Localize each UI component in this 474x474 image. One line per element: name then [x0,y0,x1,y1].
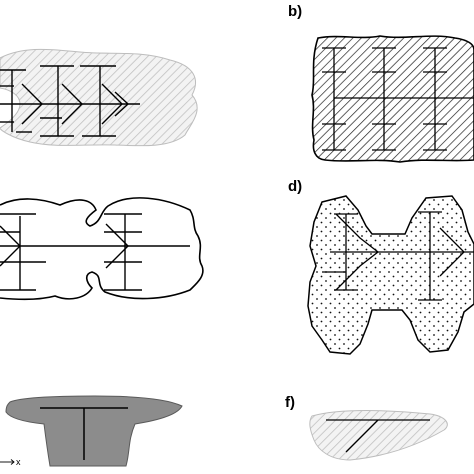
axis-indicator: x [0,457,21,467]
panel-a [0,48,198,147]
panel-c [0,197,204,301]
axis-x-label: x [16,457,21,467]
panel-b: b) [288,3,474,163]
panel-d-region [307,195,474,355]
panel-e [5,395,183,467]
panel-b-fracture-network [322,47,474,151]
panel-d-fracture-network [322,211,474,301]
panel-a-fracture-network [0,65,140,137]
panel-b-label: b) [288,3,302,20]
panel-c-fracture-network [0,213,190,291]
panel-f-fracture [326,419,430,453]
panel-f: f) [285,394,448,461]
panel-a-region [0,48,198,147]
panel-e-fracture [40,407,128,460]
panel-d: d) [288,178,474,355]
panel-f-label: f) [285,394,295,411]
panel-b-region [311,35,474,163]
panel-c-region [0,197,204,301]
panel-e-region [5,395,183,467]
panel-d-label: d) [288,178,302,195]
panel-f-region [309,410,448,461]
